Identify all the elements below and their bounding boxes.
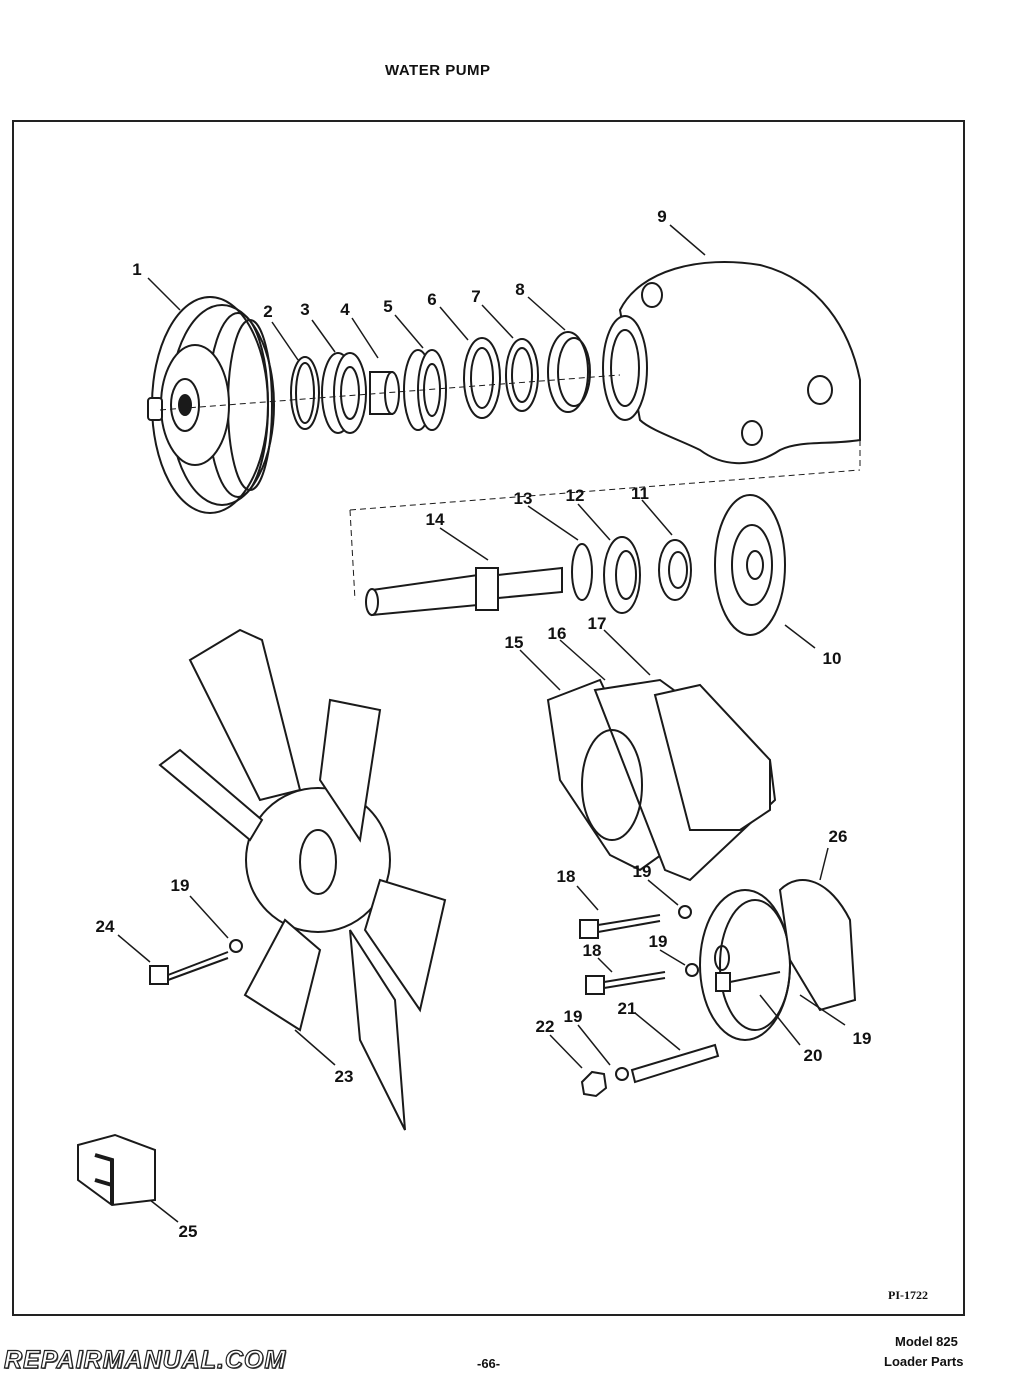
callout-8: 8 (515, 280, 525, 299)
part-snap-ring (290, 356, 320, 430)
part-seal-ring (547, 331, 591, 413)
callout-12: 12 (565, 486, 585, 505)
callout-1: 1 (132, 260, 142, 279)
callout-10: 10 (822, 649, 842, 668)
part-pump-seal (603, 536, 641, 614)
drawing-reference-code: PI-1722 (888, 1288, 928, 1302)
part-bearing-2 (403, 349, 447, 431)
part-stud-nut (580, 1043, 720, 1098)
watermark: REPAIRMANUAL.COM (3, 1345, 287, 1374)
callout-24: 24 (95, 917, 115, 936)
callout-6: 6 (427, 290, 437, 309)
callout-9: 9 (657, 207, 667, 226)
callout-26: 26 (828, 827, 848, 846)
callout-22: 22 (535, 1017, 555, 1036)
callout-21: 21 (617, 999, 637, 1018)
part-idler-pulley (699, 879, 857, 1041)
part-mount-bolts (579, 905, 699, 995)
callout-19-top: 19 (632, 862, 652, 881)
part-bearing (321, 352, 367, 434)
callout-20: 20 (803, 1046, 823, 1065)
callout-15: 15 (504, 633, 524, 652)
part-gaskets (546, 678, 777, 882)
callout-23: 23 (334, 1067, 354, 1086)
callout-3: 3 (300, 300, 310, 319)
callout-7: 7 (471, 287, 481, 306)
part-pump-housing (602, 261, 861, 465)
model-label: Model 825 (895, 1334, 958, 1349)
diagram-frame (12, 120, 965, 1316)
part-washer (505, 338, 539, 412)
callout-18-bottom: 18 (582, 941, 602, 960)
callout-2: 2 (263, 302, 273, 321)
callout-14: 14 (425, 510, 445, 529)
page-number: -66- (477, 1356, 501, 1371)
callout-25: 25 (178, 1222, 198, 1241)
callout-18-top: 18 (556, 867, 576, 886)
part-fan-bolt (149, 939, 243, 985)
callout-19-lower: 19 (563, 1007, 583, 1026)
callout-16: 16 (547, 624, 567, 643)
part-shaft (365, 566, 563, 617)
callout-5: 5 (383, 297, 393, 316)
part-seal-seat (658, 539, 692, 601)
page-title: WATER PUMP (385, 62, 491, 79)
alignment-lines (159, 374, 861, 601)
callout-4: 4 (340, 300, 350, 319)
part-thrust-washer (571, 543, 593, 601)
section-label: Loader Parts (884, 1354, 964, 1369)
part-kit-package (77, 1133, 156, 1207)
part-seal (463, 337, 501, 419)
part-pulley (147, 296, 275, 514)
leader-lines (117, 224, 846, 1223)
callout-19-left: 19 (170, 876, 190, 895)
callout-13: 13 (513, 489, 533, 508)
callout-11: 11 (631, 484, 649, 503)
part-fan (158, 628, 447, 1131)
part-impeller (714, 494, 786, 636)
callout-19-middle: 19 (648, 932, 668, 951)
callout-17: 17 (587, 614, 607, 633)
callout-19-right: 19 (852, 1029, 872, 1048)
